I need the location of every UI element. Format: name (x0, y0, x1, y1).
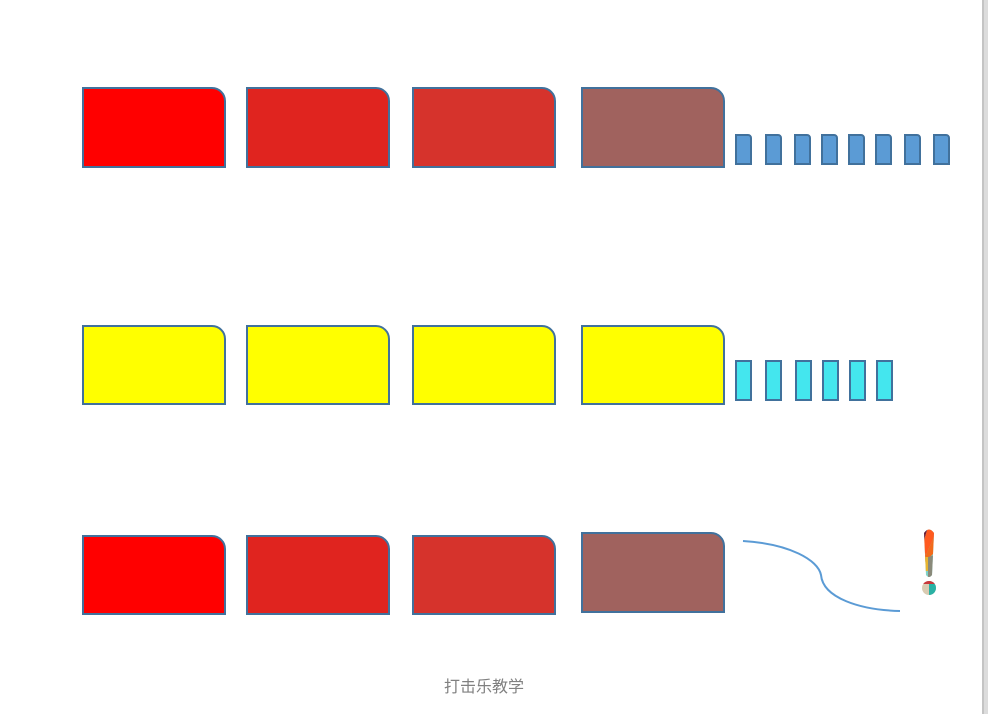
row2-block-1[interactable] (82, 325, 226, 405)
row1-beat-6[interactable] (875, 134, 892, 165)
row1-beat-2[interactable] (765, 134, 782, 165)
row2-beat-5[interactable] (849, 360, 866, 401)
row1-block-3[interactable] (412, 87, 556, 168)
row1-beat-3[interactable] (794, 134, 811, 165)
row2-block-3[interactable] (412, 325, 556, 405)
row1-beat-5[interactable] (848, 134, 865, 165)
row2-block-2[interactable] (246, 325, 390, 405)
scrollbar-edge[interactable] (982, 0, 988, 714)
row1-beat-7[interactable] (904, 134, 921, 165)
row2-beat-4[interactable] (822, 360, 839, 401)
row3-block-3[interactable] (412, 535, 556, 615)
row3-block-4[interactable] (581, 532, 725, 613)
row2-beat-6[interactable] (876, 360, 893, 401)
row2-beat-3[interactable] (795, 360, 812, 401)
row1-beat-4[interactable] (821, 134, 838, 165)
row3-block-1[interactable] (82, 535, 226, 615)
exclamation-icon[interactable] (918, 527, 942, 599)
row1-beat-1[interactable] (735, 134, 752, 165)
row3-block-2[interactable] (246, 535, 390, 615)
row1-block-4[interactable] (581, 87, 725, 168)
row1-block-1[interactable] (82, 87, 226, 168)
row2-block-4[interactable] (581, 325, 725, 405)
row2-beat-2[interactable] (765, 360, 782, 401)
row2-beat-1[interactable] (735, 360, 752, 401)
row1-beat-8[interactable] (933, 134, 950, 165)
slide-caption: 打击乐教学 (443, 677, 524, 696)
row1-block-2[interactable] (246, 87, 390, 168)
